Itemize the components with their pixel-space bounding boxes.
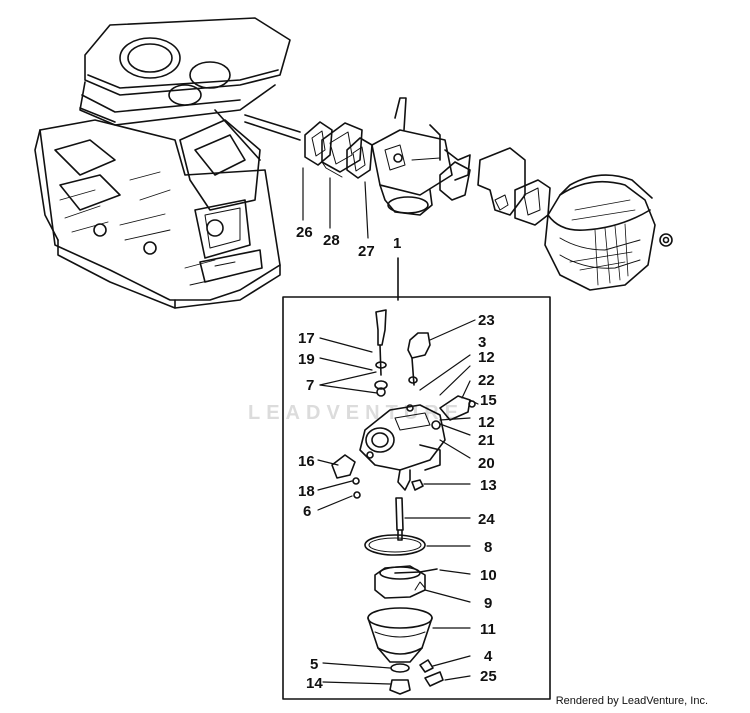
callout-23: 23 — [478, 312, 495, 329]
callout-1: 1 — [393, 235, 401, 252]
spacer-28 — [321, 122, 363, 178]
callout-15: 15 — [480, 392, 497, 409]
callout-6: 6 — [303, 503, 311, 520]
choke-plate — [331, 454, 356, 479]
float-needle — [395, 497, 404, 541]
callout-10: 10 — [480, 567, 497, 584]
callout-9: 9 — [484, 595, 492, 612]
screw-6 — [353, 491, 361, 499]
callout-19: 19 — [298, 351, 315, 368]
spring — [419, 659, 434, 673]
callout-28: 28 — [323, 232, 340, 249]
gasket-27 — [346, 137, 373, 179]
callout-11: 11 — [480, 621, 496, 638]
air-cleaner-housing — [544, 174, 673, 291]
callout-24: 24 — [478, 511, 495, 528]
carburetor-body — [359, 404, 446, 491]
callout-12-top: 12 — [478, 349, 495, 366]
engine-block — [34, 17, 301, 309]
callout-4: 4 — [484, 648, 493, 665]
carburetor-top-assembly — [371, 97, 471, 216]
callout-8: 8 — [484, 539, 492, 556]
callout-26: 26 — [296, 224, 313, 241]
bowl-gasket — [364, 534, 426, 556]
detail-box — [282, 296, 551, 700]
callout-14: 14 — [306, 675, 323, 692]
gasket-22 — [439, 395, 471, 421]
bowl-nut — [389, 679, 411, 695]
render-credit: Rendered by LeadVenture, Inc. — [555, 695, 708, 707]
idle-screw — [424, 671, 444, 687]
washer — [390, 663, 410, 673]
throttle-shaft — [407, 332, 431, 386]
screw-13 — [411, 479, 424, 491]
callout-17: 17 — [298, 330, 315, 347]
callout-3: 3 — [478, 334, 486, 351]
callout-20: 20 — [478, 455, 495, 472]
choke-shaft — [374, 309, 388, 397]
callout-22: 22 — [478, 372, 495, 389]
callout-7: 7 — [306, 377, 314, 394]
callout-18: 18 — [298, 483, 315, 500]
callout-13: 13 — [480, 477, 497, 494]
float-bowl — [367, 607, 433, 663]
callout-25: 25 — [480, 668, 497, 685]
float — [374, 565, 438, 599]
screw-18 — [352, 477, 360, 485]
gasket-26 — [304, 121, 333, 166]
callout-21: 21 — [478, 432, 495, 449]
callout-5: 5 — [310, 656, 318, 673]
leader-lines — [302, 167, 479, 685]
callout-12-bottom: 12 — [478, 414, 495, 431]
callout-27: 27 — [358, 243, 375, 260]
callout-16: 16 — [298, 453, 315, 470]
